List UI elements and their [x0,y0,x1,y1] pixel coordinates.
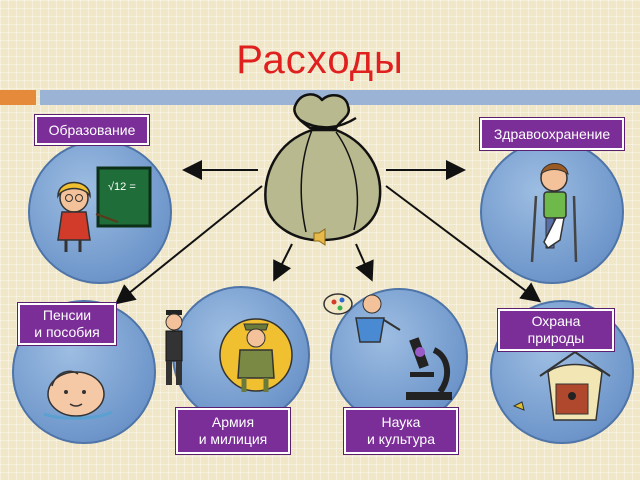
arrow-science [355,243,374,282]
category-label-pensions: Пенсии и пособия [18,303,116,345]
microscope-icon [406,337,452,400]
arrow-pensions [114,185,263,305]
svg-text:√12 =: √12 = [108,181,136,193]
birdhouse-icon [512,350,611,421]
category-label-army: Армия и милиция [176,408,290,454]
money-bag-icon [264,93,382,242]
arrow-army [273,243,293,282]
baby-icon [43,370,113,420]
accent-bar [0,90,36,105]
artist-icon [323,293,401,343]
category-label-science: Наука и культура [344,408,458,454]
speaker-icon [313,228,326,246]
teacher-icon: √12 = [57,166,152,252]
arrows [114,160,542,305]
page-title: Расходы [236,38,404,82]
policeman-icon [165,310,183,385]
arrow-nature [385,185,542,303]
category-label-nature: Охрана природы [498,309,614,351]
soldier-icon [219,318,293,392]
category-label-education: Образование [35,115,149,145]
category-label-health: Здравоохранение [480,118,624,150]
injured-boy-icon [530,163,578,263]
